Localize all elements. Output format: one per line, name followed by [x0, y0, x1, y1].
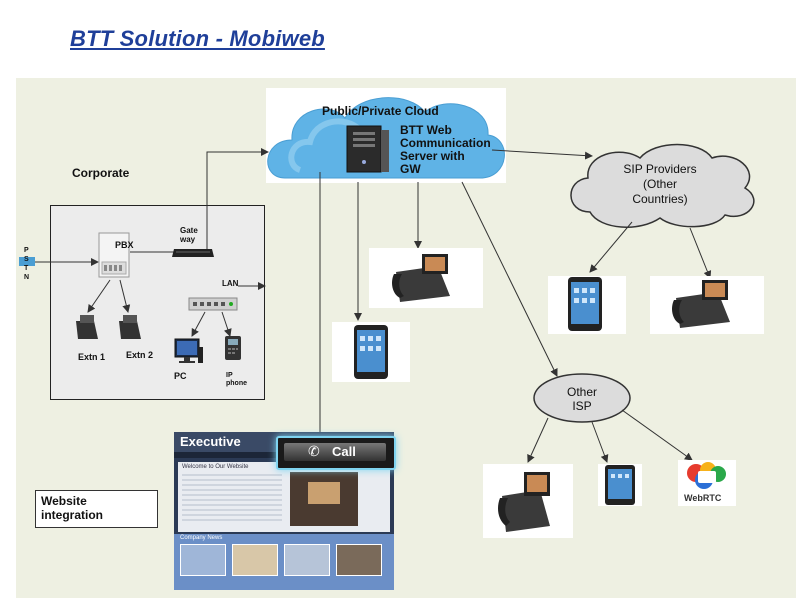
webrtc-logo-icon [687, 462, 726, 489]
pstn-marker [19, 257, 35, 266]
corporate-label: Corporate [72, 166, 130, 180]
sip-label: SIP Providers (Other Countries) [623, 162, 697, 206]
website-screenshot: Executive Welcome to Our Website Company… [174, 432, 394, 590]
call-button-label: Call [332, 444, 356, 459]
video-phone-icon [392, 254, 450, 302]
extension-2-phone-icon [119, 315, 141, 339]
website-hero-image [290, 472, 358, 526]
website-content: Welcome to Our Website [178, 462, 390, 532]
video-phone-sip-icon [672, 280, 730, 328]
mobile-phone-icon [354, 325, 388, 379]
server-icon [346, 125, 389, 173]
pstn-label: P S T N [24, 247, 30, 281]
gateway-label: Gate way [180, 226, 198, 244]
video-phone-isp-icon [498, 472, 550, 532]
call-phone-icon: ✆ [308, 443, 320, 459]
lan-label: LAN [222, 279, 239, 288]
pbx-icon [98, 232, 130, 278]
extension-1-phone-icon [76, 315, 98, 339]
website-title: Executive [180, 434, 241, 449]
mobile-phone-sip-icon [568, 277, 602, 331]
page-title: BTT Solution - Mobiweb [70, 26, 325, 51]
ip-phone-label: IP phone [226, 372, 247, 387]
ip-phone-icon [225, 336, 241, 360]
pc-label: PC [174, 371, 187, 381]
mobile-phone-isp-icon [605, 465, 635, 505]
cloud-label: Public/Private Cloud [322, 104, 439, 118]
website-integration-label: Website integration [41, 494, 103, 522]
isp-label: Other ISP [566, 385, 597, 413]
website-news-title: Company News [180, 535, 223, 541]
website-text-block [182, 474, 282, 524]
server-label: BTT Web Communication Server with GW [400, 123, 491, 176]
call-button[interactable]: ✆ Call [276, 436, 396, 470]
webrtc-label: WebRTC [684, 493, 722, 503]
website-welcome: Welcome to Our Website [182, 464, 249, 470]
website-news-band: Company News [174, 534, 394, 590]
pc-icon [174, 338, 203, 363]
extension-1-label: Extn 1 [78, 352, 106, 362]
pbx-label: PBX [115, 240, 134, 250]
lan-switch-icon [188, 297, 238, 311]
gateway-icon [172, 249, 214, 257]
extension-2-label: Extn 2 [126, 350, 154, 360]
website-integration-box [35, 490, 158, 528]
